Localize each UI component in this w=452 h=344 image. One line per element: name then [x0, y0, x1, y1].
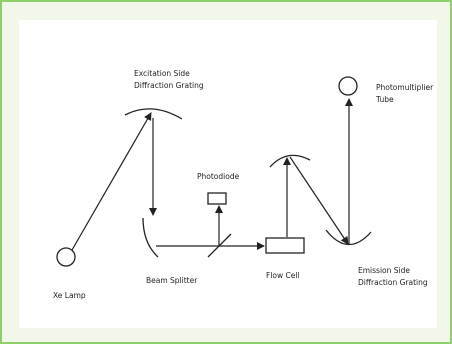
xe-lamp — [56, 247, 76, 267]
label-excitation-grating-line2: Diffraction Grating — [134, 81, 204, 90]
label-beam-splitter: Beam Splitter — [146, 276, 198, 285]
photomultiplier-tube — [338, 76, 358, 96]
label-xe-lamp: Xe Lamp — [53, 291, 86, 300]
diagram-panel — [19, 20, 437, 328]
label-excitation-grating-line1: Excitation Side — [134, 69, 190, 78]
excitation-grating-mirror-top — [124, 108, 183, 120]
label-photomultiplier-line1: Photomultiplier — [376, 83, 434, 92]
beam-mirror-to-emission-grating — [289, 156, 349, 245]
emission-mirror-top — [269, 154, 311, 168]
label-photodiode: Photodiode — [197, 172, 240, 181]
photodiode — [207, 192, 227, 205]
label-emission-grating-line2: Diffraction Grating — [358, 278, 428, 287]
excitation-grating-mirror-bottom — [142, 217, 159, 258]
label-emission-grating-line1: Emission Side — [358, 266, 410, 275]
label-photomultiplier-line2: Tube — [375, 95, 394, 104]
beam-lamp-to-excitation-grating — [71, 112, 152, 251]
label-flow-cell: Flow Cell — [266, 271, 300, 280]
flow-cell — [265, 237, 305, 254]
emission-grating — [325, 229, 372, 246]
